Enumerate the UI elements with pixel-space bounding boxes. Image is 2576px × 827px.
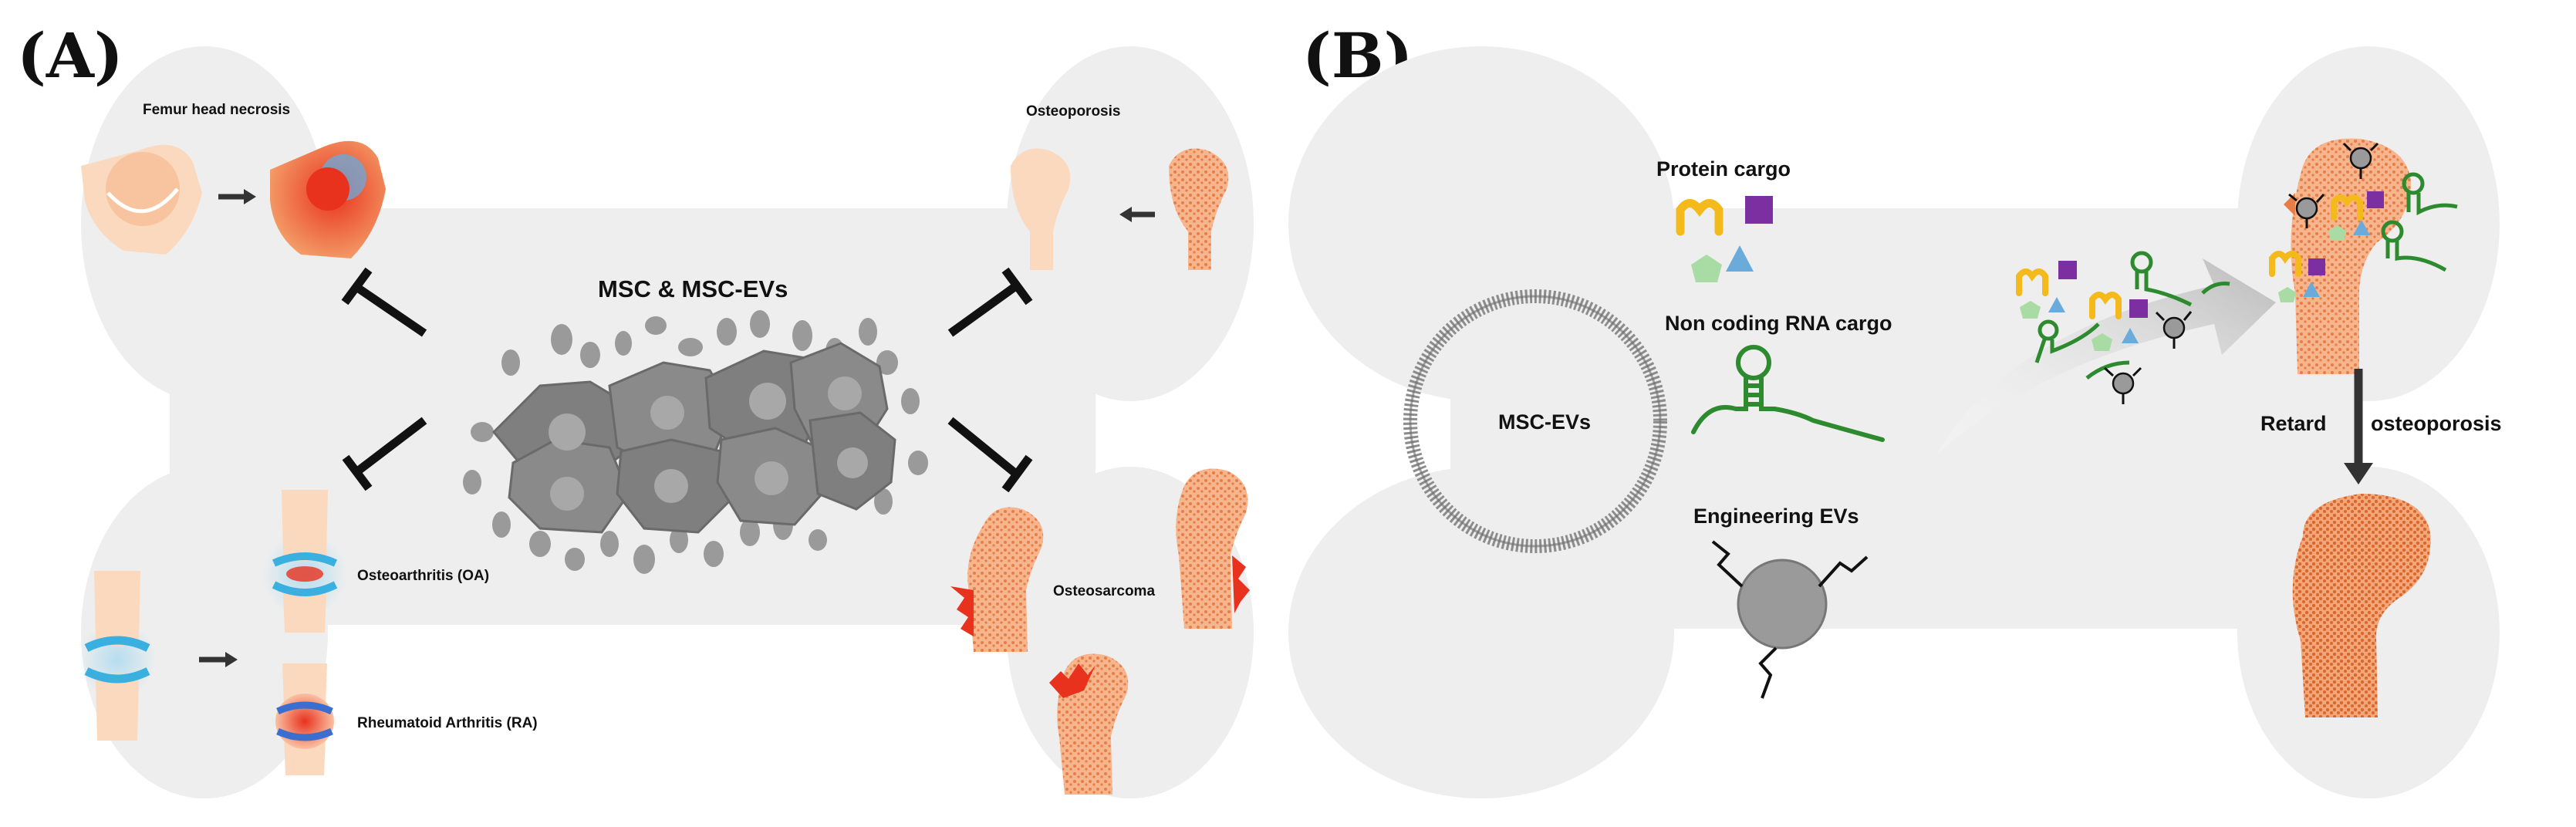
healthy-knee-icon xyxy=(79,571,156,741)
osteoporosis-label: Osteoporosis xyxy=(1026,103,1120,120)
treated-femur-icon xyxy=(2292,494,2431,717)
protein-cargo-label: Protein cargo xyxy=(1656,157,1791,181)
rheumatoid-knee-icon xyxy=(275,663,334,775)
panel-b: (B) MSC-EVs Protein cargo Non coding RNA… xyxy=(1288,19,2502,798)
osteoarthritis-label: Osteoarthritis (OA) xyxy=(357,568,489,584)
inhibit-icon-bottom-left xyxy=(342,417,427,491)
right-arrow-icon xyxy=(218,189,256,204)
rheumatoid-arthritis-label: Rheumatoid Arthritis (RA) xyxy=(357,715,538,731)
inhibit-icon-top-right xyxy=(947,267,1033,337)
ncrna-cargo-label: Non coding RNA cargo xyxy=(1665,312,1892,335)
osteosarcoma-femur-icon-2 xyxy=(1176,468,1250,629)
panel-a-label: (A) xyxy=(17,19,123,92)
cargo-cluster xyxy=(2016,251,2230,404)
delivery-arrow xyxy=(1936,258,2276,455)
osteosarcoma-femur-icon-3 xyxy=(1049,653,1129,795)
inhibit-icon-bottom-right xyxy=(947,417,1033,493)
healthy-hip-icon xyxy=(81,144,202,255)
inhibit-icon-top-left xyxy=(341,267,427,337)
femur-cargo-icons xyxy=(2269,142,2458,302)
down-arrow-icon xyxy=(2344,369,2373,484)
osteoarthritis-knee-icon xyxy=(262,490,347,633)
msc-title: MSC & MSC-EVs xyxy=(598,275,788,302)
osteosarcoma-femur-icon-1 xyxy=(950,507,1044,652)
msc-vesicles xyxy=(463,310,928,574)
outcome-label: osteoporosis xyxy=(2371,412,2502,435)
right-arrow-icon xyxy=(199,652,238,667)
femur-head-necrosis-label: Femur head necrosis xyxy=(143,102,290,118)
msc-cells xyxy=(491,342,896,534)
protein-cargo-icons xyxy=(1676,196,1773,282)
panel-a: (A) Femur head necrosis Osteoporosis xyxy=(17,19,1254,798)
engineering-ev-icon xyxy=(1711,540,1869,699)
engineering-evs-label: Engineering EVs xyxy=(1693,505,1859,528)
osteoporotic-femur-icon xyxy=(1011,148,1071,270)
retard-label: Retard xyxy=(2260,412,2327,435)
osteosarcoma-label: Osteosarcoma xyxy=(1053,583,1155,599)
necrotic-hip-icon xyxy=(270,140,386,258)
ncrna-icon xyxy=(1691,345,1885,442)
healthy-femur-icon xyxy=(1169,148,1229,270)
msc-ev-label: MSC-EVs xyxy=(1498,410,1591,434)
left-arrow-icon xyxy=(1119,207,1155,222)
msc-ev-vesicle xyxy=(1403,289,1667,553)
